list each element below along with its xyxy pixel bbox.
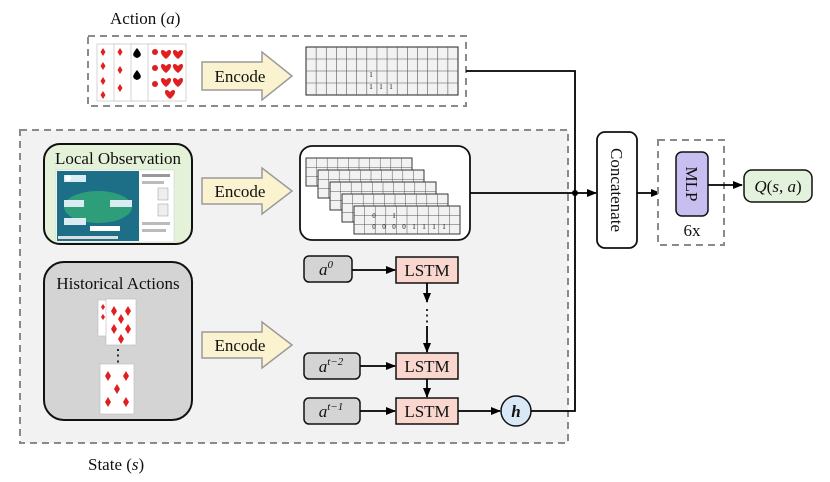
encode-arrow-history: Encode — [201, 320, 294, 370]
mlp-box: MLP — [675, 151, 709, 217]
observation-grid-cell: 1 — [392, 212, 396, 220]
svg-text:LSTM: LSTM — [404, 402, 449, 421]
mlp-repeat-label: 6x — [684, 221, 702, 240]
observation-grid-cell: 0 — [372, 223, 376, 231]
encode-label-observation: Encode — [215, 182, 266, 201]
svg-text:at−2: at−2 — [319, 356, 344, 376]
encode-arrow-observation: Encode — [201, 166, 294, 216]
svg-text:LSTM: LSTM — [404, 261, 449, 280]
observation-grid-stack: 0 0 1 0 0 0 1 1 1 1 — [299, 145, 471, 241]
card-icon — [99, 363, 135, 415]
local-observation-label: Local Observation — [55, 149, 182, 168]
historical-actions-box: Historical Actions ⋮ — [43, 261, 193, 421]
svg-text:h: h — [511, 402, 520, 421]
state-title: State (s) — [88, 455, 144, 474]
observation-grid-cell: 0 — [382, 223, 386, 231]
action-grid-cell: 1 — [389, 83, 393, 91]
encode-label-history: Encode — [215, 336, 266, 355]
svg-text:MLP: MLP — [682, 167, 701, 202]
observation-grid-cell: 0 — [392, 223, 396, 231]
junction-dot — [572, 190, 578, 196]
encode-arrow-action: Encode — [201, 50, 294, 102]
action-token-at-2: at−2 — [303, 352, 361, 380]
local-observation-box: Local Observation — [43, 143, 193, 245]
svg-text:Concatenate: Concatenate — [607, 148, 626, 232]
action-token-a0: a0 — [303, 255, 353, 283]
observation-grid-cell: 1 — [422, 223, 426, 231]
encode-label-action: Encode — [215, 67, 266, 86]
svg-text:Q(s, a): Q(s, a) — [754, 177, 801, 196]
svg-text:a0: a0 — [319, 259, 334, 279]
lstm-cell-1: LSTM — [395, 256, 459, 284]
action-grid-cell: 1 — [379, 83, 383, 91]
observation-grid-cell: 0 — [372, 212, 376, 220]
card-icon — [97, 298, 137, 346]
svg-text:LSTM: LSTM — [404, 357, 449, 376]
historical-actions-label: Historical Actions — [56, 274, 179, 293]
vertical-dots-lstm: ⋮ — [419, 306, 436, 325]
lstm-cell-3: LSTM — [395, 397, 459, 425]
action-grid: 1 1 1 1 — [305, 46, 459, 96]
action-grid-cell: 1 — [369, 71, 373, 79]
action-cards-icon — [96, 43, 187, 102]
observation-grid-cell: 1 — [442, 223, 446, 231]
connectors — [352, 70, 597, 415]
hidden-state-node: h — [500, 395, 532, 427]
lstm-cell-2: LSTM — [395, 352, 459, 380]
action-grid-cell: 1 — [369, 83, 373, 91]
action-title: Action (a) — [110, 9, 180, 28]
concatenate-box: Concatenate — [596, 131, 638, 249]
observation-grid-cell: 1 — [432, 223, 436, 231]
observation-grid-cell: 1 — [412, 223, 416, 231]
observation-grid-cell: 0 — [402, 223, 406, 231]
action-token-at-1: at−1 — [303, 397, 361, 425]
vertical-dots-history: ⋮ — [110, 346, 127, 365]
game-screenshot-icon — [55, 169, 175, 243]
q-value-output: Q(s, a) — [743, 169, 813, 203]
svg-text:at−1: at−1 — [319, 401, 343, 421]
